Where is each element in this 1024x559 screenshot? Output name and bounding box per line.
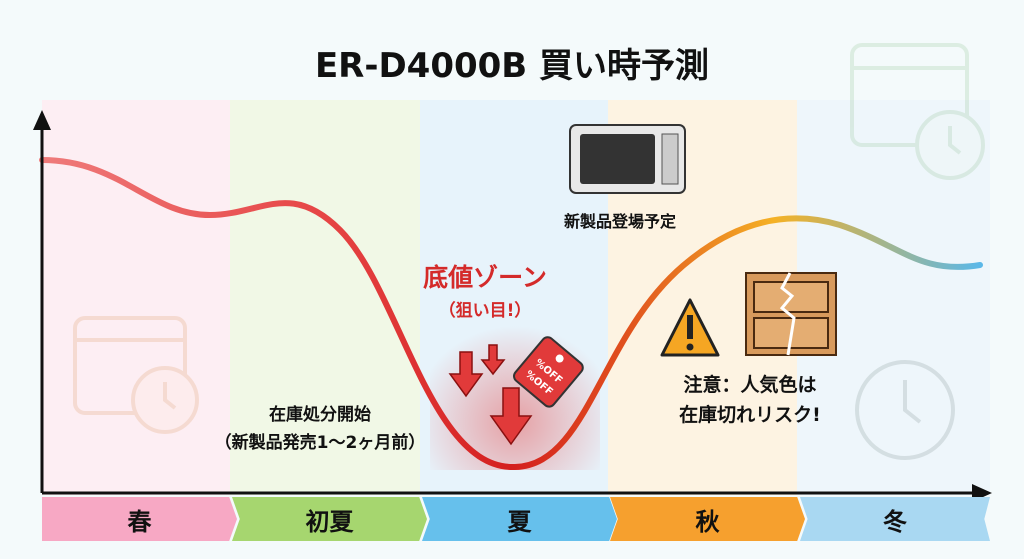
season-autumn: 秋 (610, 497, 805, 541)
season-label: 春 (127, 507, 152, 536)
clock-icon (855, 360, 955, 460)
season-label: 秋 (695, 507, 720, 536)
clearance-label: 在庫処分開始 (269, 405, 371, 425)
price-curve (39, 157, 983, 471)
season-label: 夏 (507, 507, 532, 536)
warning-line2: 在庫切れリスク! (679, 404, 821, 426)
warning-line1: 注意：人気色は (683, 374, 817, 396)
clearance-sublabel: （新製品発売1〜2ヶ月前） (214, 433, 426, 453)
y-axis-arrow-icon (33, 110, 51, 130)
new-product-label: 新製品登場予定 (563, 212, 676, 231)
calendar-icon (73, 316, 199, 434)
season-early-summer: 初夏 (232, 497, 427, 541)
band-early-summer (230, 100, 420, 495)
season-label: 初夏 (305, 507, 354, 536)
calendar-icon (850, 43, 985, 180)
page-title: ER-D4000B 買い時予測 (314, 46, 710, 86)
price-tag-icon: %OFF %OFF (513, 336, 584, 408)
season-winter: 冬 (800, 497, 990, 541)
empty-shelf-icon (745, 272, 837, 356)
microwave-icon (569, 124, 686, 194)
season-summer: 夏 (422, 497, 617, 541)
warning-icon (660, 298, 720, 357)
bottom-zone-title: 底値ゾーン (423, 263, 547, 292)
down-arrow-icon (448, 344, 533, 446)
season-label: 冬 (883, 507, 907, 536)
season-spring: 春 (42, 497, 237, 541)
bottom-zone-subtitle: （狙い目!） (438, 301, 532, 321)
